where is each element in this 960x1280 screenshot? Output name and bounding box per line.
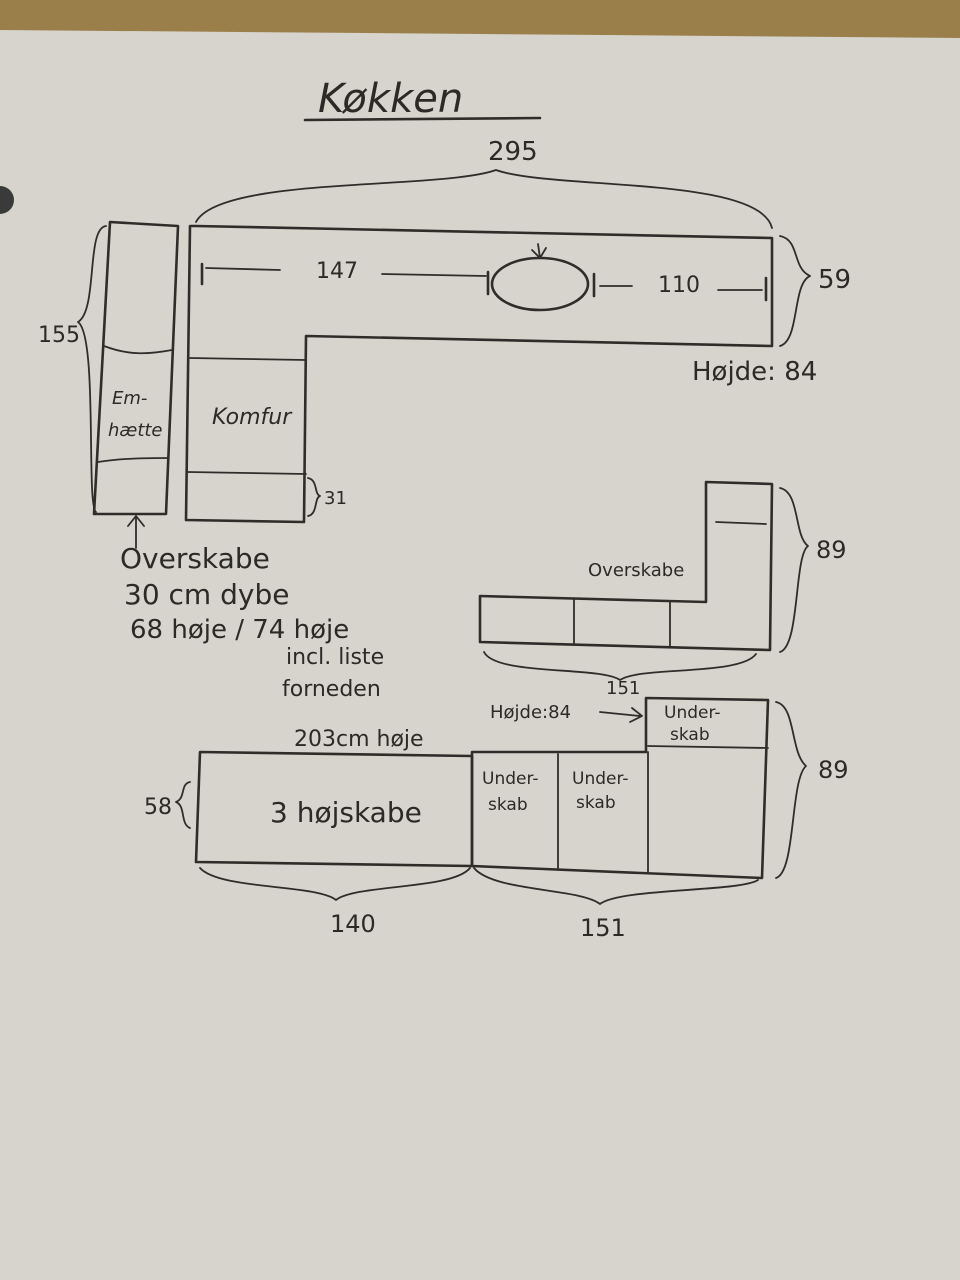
middle-height-brace (779, 487, 809, 653)
note-line-1: Overskabe (120, 542, 270, 575)
under-2b: skab (576, 793, 616, 813)
top-height-note: Højde: 84 (692, 357, 817, 387)
depth-label: 59 (818, 265, 851, 295)
left-run-label: 147 (316, 259, 358, 284)
left-run-line-a (205, 267, 281, 271)
stove-label: Komfur (212, 405, 293, 430)
left-width-brace (199, 867, 471, 901)
tall-height-note: 203cm høje (294, 727, 424, 752)
note-arrow (127, 515, 145, 549)
middle-width-brace (483, 651, 757, 681)
binder-hole (0, 186, 14, 214)
sink-arrow (531, 243, 547, 259)
note-line-3: 68 høje / 74 høje (130, 615, 349, 645)
left-width-label: 140 (330, 910, 376, 938)
hood-label-1: Em- (112, 388, 147, 409)
under-1b: skab (488, 795, 528, 815)
middle-shelf-line (715, 521, 767, 525)
under-2a: Under- (572, 769, 629, 789)
under-3b: skab (670, 725, 710, 745)
tall-cabinet-height: 155 (38, 323, 80, 348)
hood-top-line (103, 345, 173, 355)
middle-width-label: 151 (606, 678, 640, 699)
bottom-depth-brace (175, 781, 191, 829)
middle-cabinet-outline (478, 480, 774, 652)
under-1a: Under- (482, 769, 539, 789)
base-dividers (557, 751, 649, 873)
under-3a: Under- (664, 703, 721, 723)
stove-top-line (189, 357, 307, 361)
note-line-5: forneden (282, 677, 381, 702)
note-line-4: incl. liste (286, 645, 384, 670)
right-width-label: 151 (580, 914, 626, 942)
depth-brace (779, 235, 811, 347)
hood-bottom-line (97, 457, 169, 463)
sink-ticks (486, 270, 596, 298)
stove-depth-label: 31 (324, 488, 347, 509)
height-note-arrow (599, 707, 643, 723)
base-upper-line (647, 745, 769, 749)
middle-height-label: 89 (816, 536, 847, 564)
paper-sheet (0, 30, 960, 1280)
top-width-brace (195, 169, 773, 229)
right-height-brace (775, 701, 807, 879)
bottom-height-note: Højde:84 (490, 702, 571, 723)
title: Køkken (318, 76, 463, 122)
note-line-2: 30 cm dybe (124, 578, 289, 611)
stove-depth-brace (307, 477, 321, 517)
top-width-label: 295 (488, 137, 538, 167)
tall-cabinet-brace (77, 225, 107, 513)
right-width-brace (473, 867, 759, 905)
bottom-depth-label: 58 (144, 795, 172, 820)
stove-bottom-line (187, 471, 307, 475)
hood-label-2: hætte (108, 420, 163, 441)
middle-dividers (573, 599, 671, 647)
tall-cabinets-label: 3 højskabe (270, 796, 422, 829)
left-run-line-b (381, 273, 487, 277)
title-underline (303, 116, 542, 122)
tall-cabinet-outline (92, 220, 180, 516)
right-height-label: 89 (818, 756, 849, 784)
base-cabinets-outline (470, 696, 770, 880)
middle-label: Overskabe (588, 560, 684, 581)
right-run-label: 110 (658, 273, 700, 298)
top-counter-outline (184, 224, 774, 524)
